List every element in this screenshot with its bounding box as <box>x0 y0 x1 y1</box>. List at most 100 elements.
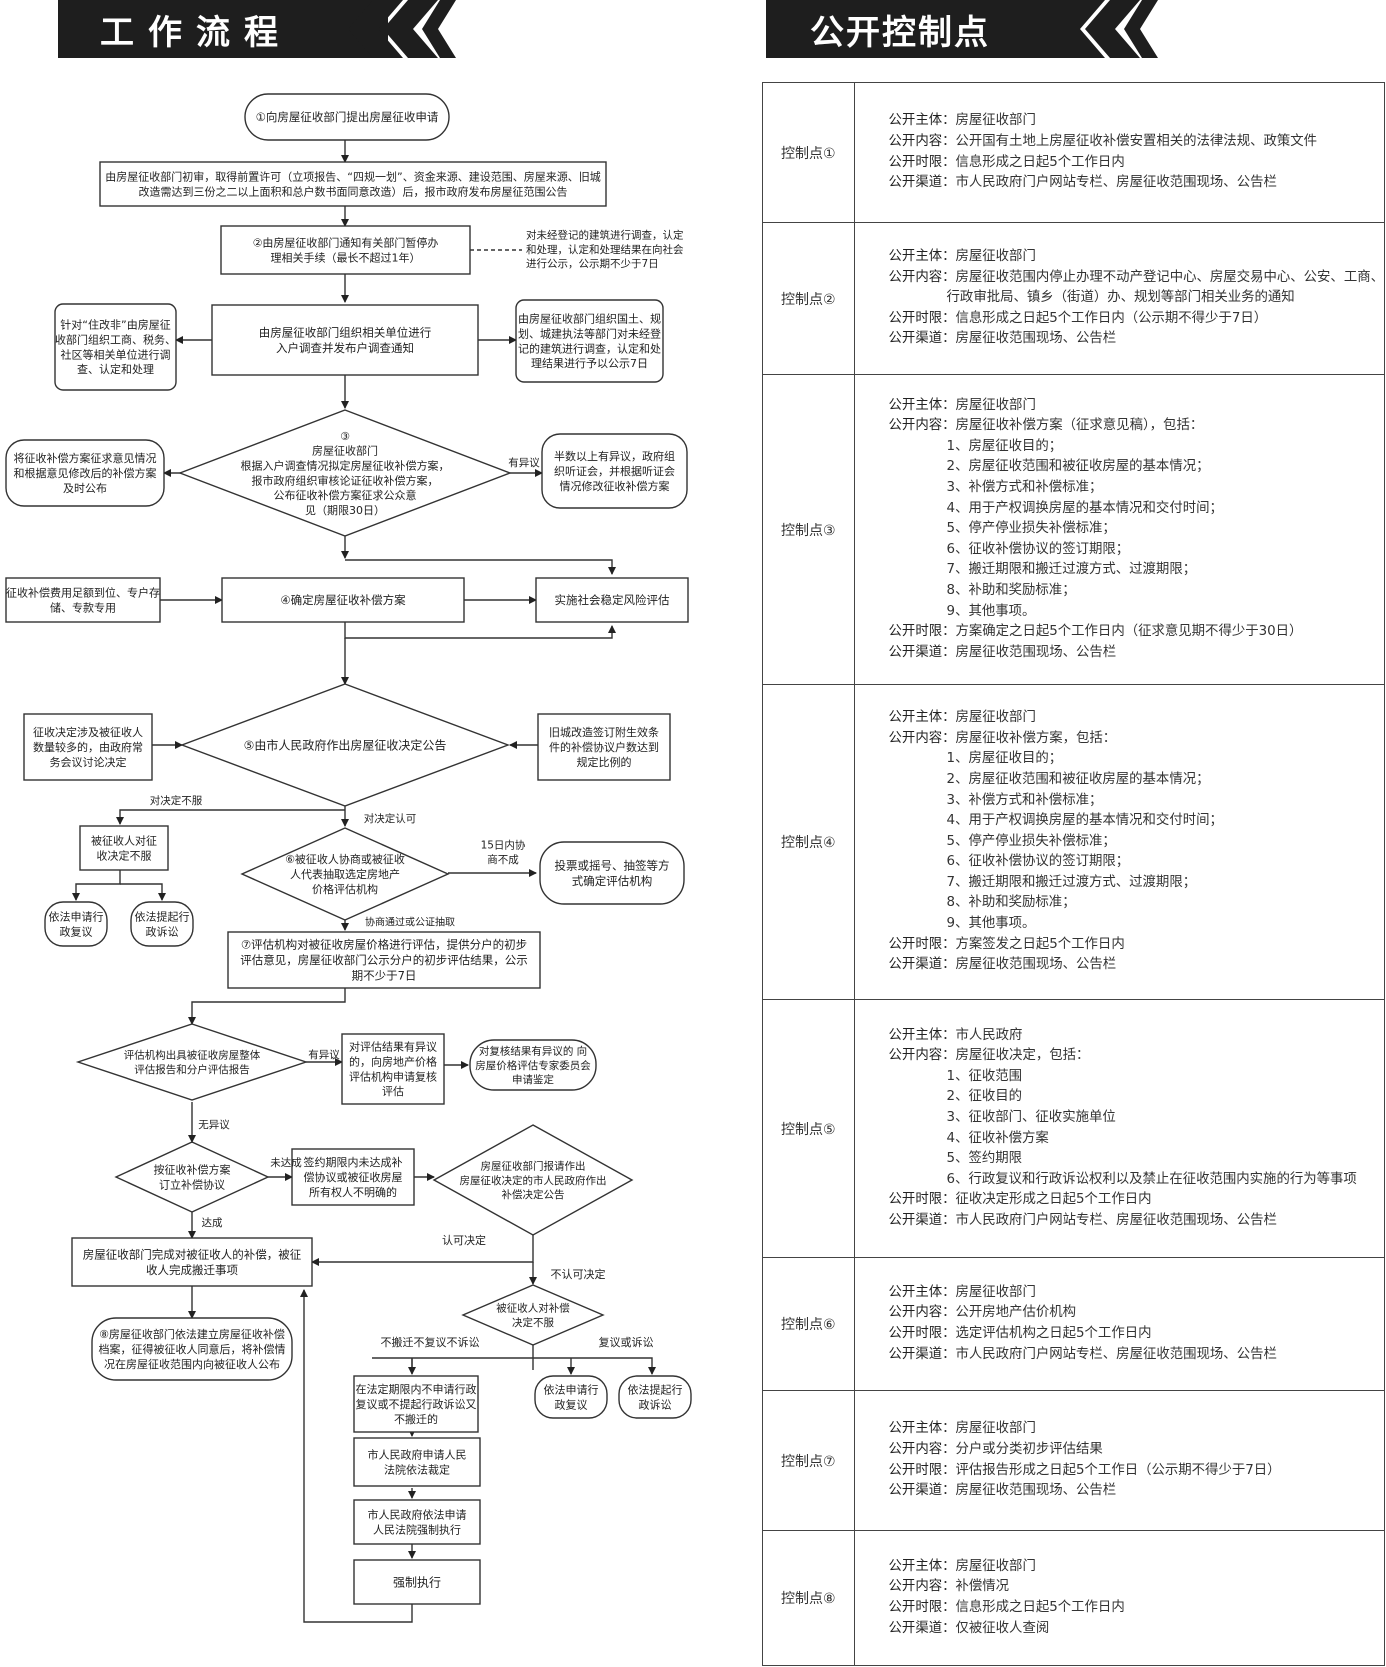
court-ruling-node <box>353 1437 481 1487</box>
step1-apply-node <box>244 93 450 141</box>
control-point-value: 7、搬迁期限和搬迁过渡方式、过渡期限； <box>946 562 1197 578</box>
vote-lottery-node-text: 投票或摇号、抽签等方式确定评估机构 <box>555 858 670 888</box>
control-point-value: 6、行政复议和行政诉讼权利以及禁止在征收范围内实施的行为等事项 <box>946 1171 1357 1187</box>
admin-lawsuit-left-node-text: 依法提起行政诉讼 <box>135 910 190 939</box>
control-point-value: 补偿情况 <box>955 1579 1010 1595</box>
control-point-line: 公开内容：公开房地产估价机构 <box>889 1303 1384 1324</box>
sign-agreement-decision-text: 按征收补偿方案订立补偿协议 <box>154 1163 231 1192</box>
control-point-key: 公开时限： <box>888 936 956 952</box>
control-point-line: 公开渠道：房屋征收范围现场、公告栏 <box>889 1481 1384 1502</box>
step7-appraisal-node <box>227 931 541 989</box>
control-point-label: 控制点⑧ <box>762 1530 855 1666</box>
household-survey-node <box>211 304 479 376</box>
control-point-value: 9、其他事项。 <box>946 603 1036 619</box>
edge-no-appeal-text: 不搬迁不复议不诉讼 <box>381 1335 480 1349</box>
edge-reject-compensation-text: 不认可决定 <box>551 1267 606 1281</box>
control-point-value: 2、征收目的 <box>946 1089 1023 1105</box>
control-point-line: 2、征收目的 <box>889 1087 1384 1108</box>
control-point-line: 2、房屋征收范围和被征收房屋的基本情况； <box>889 770 1384 791</box>
control-point-key: 公开主体： <box>888 1558 956 1574</box>
control-point-line: 公开主体：房屋征收部门 <box>889 708 1384 729</box>
step1-apply-node-text: ①向房屋征收部门提出房屋征收申请 <box>256 110 439 124</box>
edge-not-accept-decision-text: 对决定不服 <box>150 794 203 807</box>
forced-execution-node-text: 强制执行 <box>393 1575 441 1589</box>
control-point-line: 公开主体：房屋征收部门 <box>889 1283 1384 1304</box>
control-point-key: 公开主体： <box>888 710 956 726</box>
control-point-content: 公开主体：房屋征收部门公开内容：房屋征收范围内停止办理不动产登记中心、房屋交易中… <box>853 222 1386 375</box>
illegal-building-survey-node-text: 由房屋征收部门组织国土、规划、城建执法等部门对未经登记的建筑进行调查，认定和处理… <box>518 312 661 371</box>
control-point-key: 公开内容： <box>888 133 956 149</box>
control-point-key: 公开内容： <box>888 1441 956 1457</box>
control-point-line: 7、搬迁期限和搬迁过渡方式、过渡期限； <box>889 873 1384 894</box>
workflow-title: 工作流程 <box>100 12 292 53</box>
control-point-key: 公开渠道： <box>888 1346 956 1362</box>
control-point-value: 市人民政府门户网站专栏、房屋征收范围现场、公告栏 <box>955 1346 1277 1362</box>
control-point-value: 选定评估机构之日起5个工作日内 <box>955 1326 1152 1341</box>
control-point-line: 5、签约期限 <box>889 1149 1384 1170</box>
compensation-complete-node <box>71 1237 313 1287</box>
control-point-key: 公开时限： <box>888 310 956 326</box>
control-point-value: 房屋征收范围现场、公告栏 <box>955 644 1117 660</box>
control-point-line: 3、补偿方式和补偿标准； <box>889 791 1384 812</box>
control-point-label: 控制点③ <box>762 374 855 685</box>
control-point-value: 3、补偿方式和补偿标准； <box>946 792 1103 808</box>
control-point-key: 公开内容： <box>888 1305 956 1321</box>
control-point-value: 7、搬迁期限和搬迁过渡方式、过渡期限； <box>946 874 1197 890</box>
step5-decision-announcement <box>180 683 510 807</box>
edge-15-days-failed-text: 15日内协商不成 <box>481 839 526 866</box>
control-point-line: 公开时限：选定评估机构之日起5个工作日内 <box>889 1324 1384 1345</box>
step8-archive-node <box>91 1317 293 1381</box>
control-point-line: 公开渠道：房屋征收范围现场、公告栏 <box>889 955 1384 976</box>
control-point-line: 公开时限：征收决定形成之日起5个工作日内 <box>889 1190 1384 1211</box>
control-point-key: 公开主体： <box>888 1421 956 1437</box>
step6-select-appraiser <box>240 827 450 921</box>
control-point-value: 房屋征收部门 <box>955 1421 1036 1437</box>
step6-select-appraiser-text: ⑥被征收人协商或被征收人代表抽取选定房地产价格评估机构 <box>285 852 405 896</box>
control-point-content: 公开主体：房屋征收部门公开内容：分户或分类初步评估结果公开时限：评估报告形成之日… <box>853 1390 1386 1531</box>
control-point-line: 公开内容：房屋征收决定，包括： <box>889 1046 1384 1067</box>
control-point-content: 公开主体：房屋征收部门公开内容：公开房地产估价机构公开时限：选定评估机构之日起5… <box>853 1257 1386 1391</box>
control-point-line: 公开时限：信息形成之日起5个工作日内（公示期不得少于7日） <box>889 309 1384 330</box>
control-point-value: 5、签约期限 <box>946 1151 1023 1167</box>
admin-review-right-node <box>534 1375 608 1419</box>
control-point-value: 公开房地产估价机构 <box>955 1305 1077 1321</box>
control-point-key: 公开内容： <box>888 730 956 746</box>
control-point-value: 房屋征收部门 <box>955 710 1036 726</box>
control-point-value: 市人民政府门户网站专栏、房屋征收范围现场、公告栏 <box>955 1212 1277 1228</box>
control-point-line: 4、用于产权调换房屋的基本情况和交付时间； <box>889 499 1384 520</box>
vote-lottery-node <box>539 841 685 905</box>
unregistered-building-note-text: 对未经登记的建筑进行调查，认定和处理，认定和处理结果在向社会进行公示，公示期不少… <box>526 229 684 270</box>
edge-accept-compensation-text: 认可决定 <box>442 1233 486 1247</box>
control-point-value: 2、房屋征收范围和被征收房屋的基本情况； <box>946 459 1210 475</box>
control-point-key: 公开主体： <box>888 1284 956 1300</box>
control-point-value: 分户或分类初步评估结果 <box>955 1441 1103 1457</box>
control-point-line: 公开内容：房屋征收补偿方案（征求意见稿），包括： <box>889 416 1384 437</box>
control-point-value: 3、补偿方式和补偿标准； <box>946 480 1103 496</box>
court-enforcement-node-text: 市人民政府依法申请人民法院强制执行 <box>368 1508 467 1537</box>
control-point-value: 4、用于产权调换房屋的基本情况和交付时间； <box>946 500 1223 516</box>
control-point-line: 3、征收部门、征收实施单位 <box>889 1108 1384 1129</box>
control-point-label: 控制点⑦ <box>762 1390 855 1531</box>
control-point-value: 房屋征收范围现场、公告栏 <box>955 1483 1117 1499</box>
control-point-line: 公开渠道：仅被征收人查阅 <box>889 1619 1384 1640</box>
control-point-line: 4、征收补偿方案 <box>889 1129 1384 1150</box>
edge-no-objection-text: 无异议 <box>198 1119 230 1131</box>
agreement-failed-node <box>291 1148 415 1206</box>
control-point-key: 公开内容： <box>888 418 956 434</box>
control-point-line: 公开渠道：房屋征收范围现场、公告栏 <box>889 329 1384 350</box>
step5-decision-announcement-text: ⑤由市人民政府作出房屋征收决定公告 <box>244 737 447 752</box>
control-point-line: 公开主体：房屋征收部门 <box>889 1419 1384 1440</box>
control-point-line: 1、房屋征收目的； <box>889 437 1384 458</box>
initial-review-node <box>99 161 607 207</box>
control-point-value: 信息形成之日起5个工作日内（公示期不得少于7日） <box>955 310 1268 326</box>
control-point-content: 公开主体：房屋征收部门公开内容：公开国有土地上房屋征收补偿安置相关的法律法规、政… <box>853 82 1386 223</box>
control-point-value: 市人民政府门户网站专栏、房屋征收范围现场、公告栏 <box>955 175 1277 191</box>
workflow-flowchart: ①向房屋征收部门提出房屋征收申请由房屋征收部门初审，取得前置许可（立项报告、“四… <box>5 93 692 1623</box>
control-point-value: 信息形成之日起5个工作日内 <box>955 154 1125 170</box>
control-point-key: 公开内容： <box>888 1048 956 1064</box>
control-point-line: 公开时限：方案确定之日起5个工作日内（征求意见期不得少于30日） <box>889 622 1384 643</box>
control-point-value: 6、征收补偿协议的签订期限； <box>946 541 1130 557</box>
